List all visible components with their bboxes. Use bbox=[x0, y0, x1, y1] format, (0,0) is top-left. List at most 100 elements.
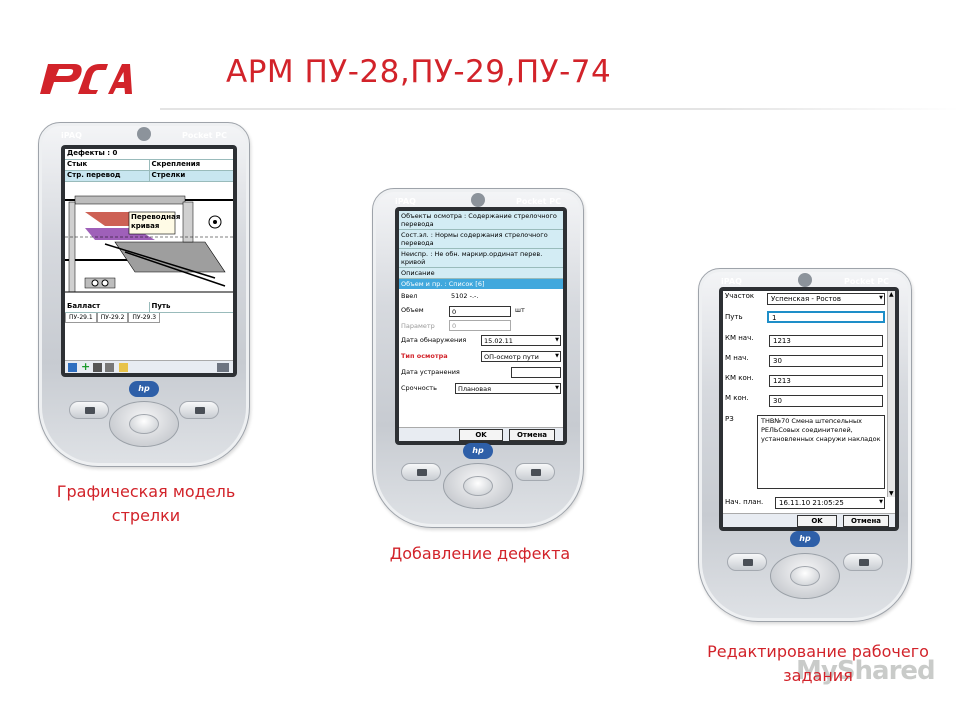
km-start-row: КМ нач. 1213 bbox=[723, 331, 895, 351]
inspect-type-select[interactable]: ОП-осмотр пути bbox=[481, 351, 561, 362]
cancel-button[interactable]: Отмена bbox=[509, 429, 555, 441]
category-row-2[interactable]: Стр. перевод Стрелки bbox=[65, 171, 233, 182]
plan-start-label: Нач. план. bbox=[725, 498, 764, 506]
hp-badge: hp bbox=[129, 381, 159, 397]
entered-by-value: 5102 -.-. bbox=[451, 292, 479, 300]
hp-logo-icon bbox=[471, 193, 485, 207]
tab-pu-29-1[interactable]: ПУ-29.1 bbox=[65, 313, 97, 323]
switch-drawing bbox=[65, 182, 233, 302]
document-icon[interactable] bbox=[119, 363, 128, 372]
calendar-button[interactable] bbox=[69, 401, 109, 419]
section-select[interactable]: Успенская - Ростов bbox=[767, 293, 885, 305]
dpad[interactable] bbox=[443, 463, 513, 509]
list-icon[interactable] bbox=[105, 363, 114, 372]
m-end-label: М кон. bbox=[725, 394, 749, 402]
volume-label: Объем bbox=[401, 306, 424, 314]
ok-button[interactable]: OK bbox=[797, 515, 837, 527]
entered-by-row: Ввел 5102 -.-. bbox=[399, 289, 563, 303]
element-state-block[interactable]: Сост.эл. : Нормы содержания стрелочного … bbox=[399, 230, 563, 249]
mail-icon bbox=[859, 559, 869, 566]
inspect-object-block[interactable]: Объекты осмотра : Содержание стрелочного… bbox=[399, 211, 563, 230]
fix-date-row: Дата устранения bbox=[399, 365, 563, 381]
ok-button[interactable]: OK bbox=[459, 429, 503, 441]
parameter-input[interactable]: 0 bbox=[449, 320, 511, 331]
volume-list-selected[interactable]: Объем и пр. : Список [6] bbox=[399, 279, 563, 289]
watermark: MyShared bbox=[796, 656, 936, 686]
mail-button[interactable] bbox=[843, 553, 883, 571]
tab-bar: ПУ-29.1 ПУ-29.2 ПУ-29.3 bbox=[65, 313, 233, 323]
calendar-button[interactable] bbox=[727, 553, 767, 571]
screen-edit-task: ▲ ▼ Участок Успенская - Ростов Путь 1 КМ… bbox=[723, 291, 895, 527]
calendar-button[interactable] bbox=[401, 463, 441, 481]
tab-pu-29-2[interactable]: ПУ-29.2 bbox=[96, 313, 129, 323]
fix-date-input[interactable] bbox=[511, 367, 561, 378]
category-fastenings[interactable]: Скрепления bbox=[148, 160, 234, 170]
pda-controls: hp bbox=[699, 531, 911, 617]
category-arrows[interactable]: Стрелки bbox=[148, 171, 234, 181]
m-end-input[interactable]: 30 bbox=[769, 395, 883, 407]
screen-add-defect: Объекты осмотра : Содержание стрелочного… bbox=[399, 211, 563, 441]
defects-count: Дефекты : 0 bbox=[67, 149, 118, 157]
pda-device-1: iPAQ Pocket PC Дефекты : 0 Стык Скреплен… bbox=[38, 122, 250, 467]
malfunction-block[interactable]: Неиспр. : Не обн. маркир.ординат перев. … bbox=[399, 249, 563, 268]
rz-textarea[interactable]: ТНВ№70 Смена штепсельных РЕЛЬСовых соеди… bbox=[757, 415, 885, 489]
pda-top-bar: iPAQ Pocket PC bbox=[709, 273, 901, 293]
km-end-input[interactable]: 1213 bbox=[769, 375, 883, 387]
caption-graphic-model: Графическая модель стрелки bbox=[56, 482, 236, 525]
m-end-row: М кон. 30 bbox=[723, 391, 895, 411]
dpad-center[interactable] bbox=[790, 566, 820, 586]
caption-edit-task: Редактирование рабочего задания bbox=[707, 642, 929, 685]
km-start-input[interactable]: 1213 bbox=[769, 335, 883, 347]
dpad-center[interactable] bbox=[463, 476, 493, 496]
defects-count-row: Дефекты : 0 bbox=[65, 149, 233, 160]
cancel-button[interactable]: Отмена bbox=[843, 515, 889, 527]
km-end-label: КМ кон. bbox=[725, 374, 754, 382]
tab-pu-29-3[interactable]: ПУ-29.3 bbox=[128, 313, 161, 323]
track-input[interactable]: 1 bbox=[767, 311, 885, 323]
switch-diagram[interactable]: Переводная кривая bbox=[65, 182, 233, 302]
plan-start-select[interactable]: 16.11.10 21:05:25 bbox=[775, 497, 885, 509]
detect-date-select[interactable]: 15.02.11 bbox=[481, 335, 561, 346]
calendar-icon bbox=[417, 469, 427, 476]
ipaq-label: iPAQ bbox=[395, 197, 416, 206]
vertical-scrollbar[interactable]: ▲ ▼ bbox=[887, 291, 895, 497]
mail-button[interactable] bbox=[515, 463, 555, 481]
category-row-1[interactable]: Стык Скрепления bbox=[65, 160, 233, 171]
pocketpc-label: Pocket PC bbox=[516, 197, 561, 206]
screen-bezel: Дефекты : 0 Стык Скрепления Стр. перевод… bbox=[61, 145, 237, 377]
volume-input[interactable]: 0 bbox=[449, 306, 511, 317]
category-joint[interactable]: Стык bbox=[67, 160, 88, 168]
m-start-input[interactable]: 30 bbox=[769, 355, 883, 367]
dpad-center[interactable] bbox=[129, 414, 159, 434]
category-ballast[interactable]: Балласт bbox=[67, 302, 101, 310]
rzd-logo bbox=[40, 64, 132, 94]
grid-icon[interactable] bbox=[93, 363, 102, 372]
scroll-down-icon[interactable]: ▼ bbox=[889, 490, 894, 497]
m-start-row: М нач. 30 bbox=[723, 351, 895, 371]
dpad[interactable] bbox=[109, 401, 179, 447]
category-row-3[interactable]: Балласт Путь bbox=[65, 302, 233, 313]
save-icon[interactable] bbox=[68, 363, 77, 372]
pocketpc-label: Pocket PC bbox=[844, 277, 889, 286]
caption-add-defect: Добавление дефекта bbox=[389, 544, 571, 563]
track-label: Путь bbox=[725, 313, 743, 321]
urgency-label: Срочность bbox=[401, 384, 437, 392]
category-track[interactable]: Путь bbox=[148, 302, 234, 312]
dpad[interactable] bbox=[770, 553, 840, 599]
pda-device-3: iPAQ Pocket PC ▲ ▼ Участок Успенская - Р… bbox=[698, 268, 912, 622]
add-icon[interactable]: + bbox=[81, 360, 91, 373]
screen-defect-model: Дефекты : 0 Стык Скрепления Стр. перевод… bbox=[65, 149, 233, 373]
scroll-up-icon[interactable]: ▲ bbox=[889, 291, 894, 298]
hp-badge: hp bbox=[790, 531, 820, 547]
urgency-select[interactable]: Плановая bbox=[455, 383, 561, 394]
keyboard-icon[interactable] bbox=[217, 363, 229, 372]
fix-date-label: Дата устранения bbox=[401, 368, 460, 376]
pda-device-2: iPAQ Pocket PC Объекты осмотра : Содержа… bbox=[372, 188, 584, 528]
ipaq-label: iPAQ bbox=[61, 131, 82, 140]
mail-button[interactable] bbox=[179, 401, 219, 419]
entered-by-label: Ввел bbox=[401, 292, 418, 300]
category-switch[interactable]: Стр. перевод bbox=[67, 171, 121, 179]
screen-bezel: ▲ ▼ Участок Успенская - Ростов Путь 1 КМ… bbox=[719, 287, 899, 531]
description-block[interactable]: Описание bbox=[399, 268, 563, 279]
volume-row: Объем 0 шт bbox=[399, 303, 563, 319]
